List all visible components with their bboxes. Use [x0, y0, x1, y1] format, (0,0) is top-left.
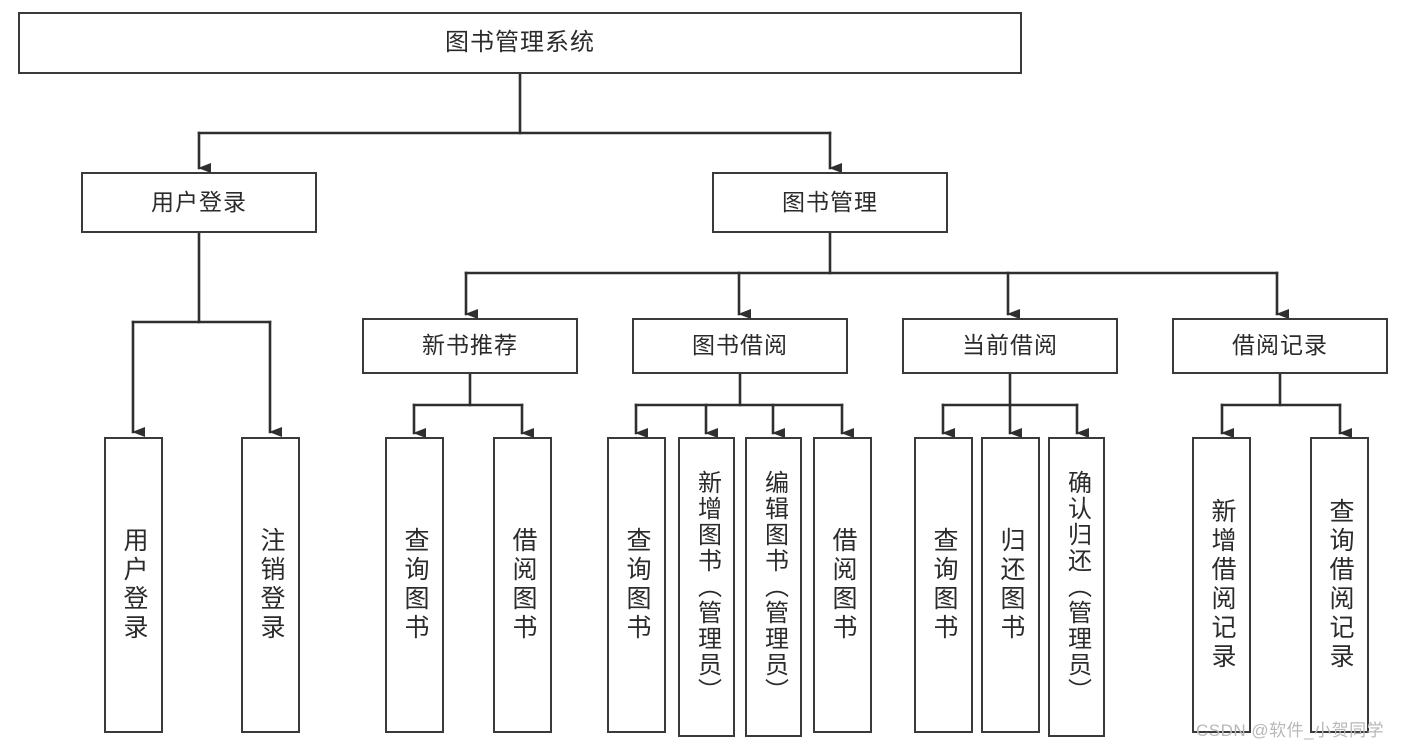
node-label: 归还图书	[997, 527, 1025, 643]
node-label: 用户登录	[120, 527, 148, 643]
node-label: 借阅图书	[829, 527, 857, 643]
node-leaf-add-book[interactable]: 新增图书（管理员）	[678, 437, 735, 737]
node-leaf-confirm-return[interactable]: 确认归还（管理员）	[1048, 437, 1105, 737]
node-book-manage[interactable]: 图书管理	[712, 172, 948, 233]
node-user-login[interactable]: 用户登录	[81, 172, 317, 233]
node-label: 用户登录	[151, 188, 247, 215]
node-leaf-borrow-book[interactable]: 借阅图书	[813, 437, 872, 733]
node-label: 图书管理	[782, 188, 878, 215]
node-leaf-query-borrow-record[interactable]: 查询借阅记录	[1310, 437, 1369, 733]
watermark-credit: CSDN @软件_小贺同学	[1196, 721, 1385, 740]
node-label: 查询图书	[401, 527, 429, 643]
node-label: 查询图书	[930, 527, 958, 643]
node-leaf-edit-book[interactable]: 编辑图书（管理员）	[745, 437, 802, 737]
node-leaf-query-book-current[interactable]: 查询图书	[914, 437, 973, 733]
node-label: 查询借阅记录	[1326, 498, 1354, 672]
node-label: 查询图书	[623, 527, 651, 643]
node-leaf-query-book-borrow[interactable]: 查询图书	[607, 437, 666, 733]
node-borrow-record[interactable]: 借阅记录	[1172, 318, 1388, 374]
node-leaf-user-login[interactable]: 用户登录	[104, 437, 163, 733]
node-leaf-query-book-recommend[interactable]: 查询图书	[385, 437, 444, 733]
node-label: 新增图书（管理员）	[693, 470, 721, 704]
node-label: 新增借阅记录	[1208, 498, 1236, 672]
node-label: 图书借阅	[692, 332, 788, 359]
node-leaf-return-book[interactable]: 归还图书	[981, 437, 1040, 733]
node-label: 借阅记录	[1232, 332, 1328, 359]
node-label: 借阅图书	[509, 527, 537, 643]
node-label: 当前借阅	[962, 332, 1058, 359]
node-label: 注销登录	[257, 527, 285, 643]
node-label: 图书管理系统	[445, 28, 595, 56]
node-label: 新书推荐	[422, 332, 518, 359]
node-leaf-add-borrow-record[interactable]: 新增借阅记录	[1192, 437, 1251, 733]
node-label: 确认归还（管理员）	[1063, 470, 1091, 704]
node-root-system[interactable]: 图书管理系统	[18, 12, 1022, 74]
node-new-book-recommend[interactable]: 新书推荐	[362, 318, 578, 374]
node-book-borrow[interactable]: 图书借阅	[632, 318, 848, 374]
node-label: 编辑图书（管理员）	[760, 470, 788, 704]
node-leaf-borrow-book-recommend[interactable]: 借阅图书	[493, 437, 552, 733]
node-leaf-user-logout[interactable]: 注销登录	[241, 437, 300, 733]
node-current-borrow[interactable]: 当前借阅	[902, 318, 1118, 374]
